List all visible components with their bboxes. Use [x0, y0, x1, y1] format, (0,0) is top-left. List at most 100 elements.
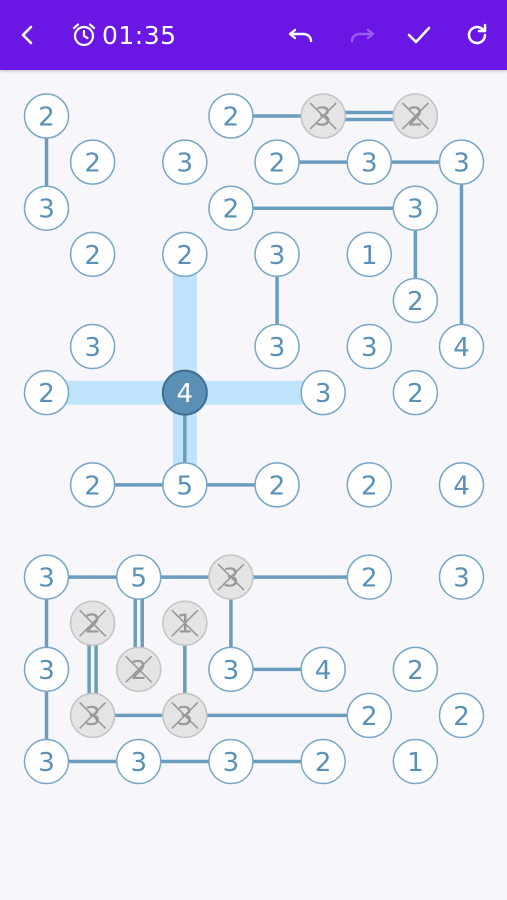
- island-circle[interactable]: [161, 369, 208, 416]
- island-node[interactable]: 2: [69, 139, 116, 185]
- island-circle[interactable]: [69, 462, 116, 508]
- island-node[interactable]: 4: [438, 462, 485, 508]
- island-circle[interactable]: [438, 323, 485, 370]
- island-circle[interactable]: [23, 738, 70, 785]
- island-circle[interactable]: [438, 462, 485, 508]
- island-node[interactable]: 2: [392, 369, 439, 416]
- island-node[interactable]: 5: [162, 462, 208, 508]
- island-node[interactable]: 4: [300, 646, 346, 693]
- island-node[interactable]: 3: [23, 646, 70, 693]
- island-node[interactable]: 2: [346, 462, 393, 508]
- island-circle[interactable]: [23, 554, 70, 600]
- island-circle[interactable]: [300, 738, 346, 785]
- island-circle[interactable]: [346, 462, 393, 508]
- island-node[interactable]: 3: [300, 93, 346, 139]
- island-node[interactable]: 2: [69, 231, 116, 278]
- island-circle[interactable]: [438, 554, 485, 600]
- island-circle[interactable]: [69, 231, 116, 278]
- island-node[interactable]: 3: [162, 139, 208, 185]
- island-circle[interactable]: [23, 369, 70, 416]
- island-node[interactable]: 2: [69, 600, 116, 646]
- island-circle[interactable]: [162, 231, 208, 278]
- island-node[interactable]: 3: [69, 692, 116, 739]
- island-circle[interactable]: [208, 738, 254, 785]
- back-button[interactable]: [8, 15, 48, 55]
- island-circle[interactable]: [392, 738, 439, 785]
- island-node[interactable]: 3: [392, 185, 439, 231]
- island-node[interactable]: 3: [208, 646, 254, 693]
- island-node[interactable]: 3: [23, 738, 70, 785]
- island-node[interactable]: 2: [392, 277, 439, 324]
- island-circle[interactable]: [438, 692, 485, 739]
- island-node[interactable]: 1: [392, 738, 439, 785]
- island-node[interactable]: 4: [438, 323, 485, 370]
- island-node[interactable]: 2: [438, 692, 485, 739]
- island-circle[interactable]: [346, 692, 393, 739]
- island-circle[interactable]: [115, 554, 162, 600]
- island-node[interactable]: 3: [115, 738, 162, 785]
- island-node[interactable]: 3: [254, 323, 300, 370]
- island-circle[interactable]: [300, 369, 346, 416]
- island-circle[interactable]: [23, 646, 70, 693]
- undo-button[interactable]: [281, 15, 321, 55]
- island-circle[interactable]: [392, 369, 439, 416]
- island-node[interactable]: 2: [115, 646, 162, 693]
- island-circle[interactable]: [346, 554, 393, 600]
- island-circle[interactable]: [254, 323, 300, 370]
- island-circle[interactable]: [254, 462, 300, 508]
- island-circle[interactable]: [208, 93, 254, 139]
- island-circle[interactable]: [346, 231, 393, 278]
- island-circle[interactable]: [346, 139, 393, 185]
- island-circle[interactable]: [69, 323, 116, 370]
- island-node[interactable]: 2: [208, 93, 254, 139]
- island-node[interactable]: 1: [346, 231, 393, 278]
- island-node[interactable]: 2: [208, 185, 254, 231]
- island-node[interactable]: 3: [23, 185, 70, 231]
- island-node[interactable]: 2: [346, 554, 393, 600]
- island-circle[interactable]: [254, 231, 300, 278]
- island-circle[interactable]: [392, 277, 439, 324]
- island-circle[interactable]: [23, 185, 70, 231]
- island-node[interactable]: 2: [23, 93, 70, 139]
- island-node[interactable]: 5: [115, 554, 162, 600]
- island-circle[interactable]: [23, 93, 70, 139]
- island-node[interactable]: 3: [208, 738, 254, 785]
- island-circle[interactable]: [208, 646, 254, 693]
- island-circle[interactable]: [208, 185, 254, 231]
- check-button[interactable]: [399, 15, 439, 55]
- island-node[interactable]: 3: [69, 323, 116, 370]
- restart-button[interactable]: [457, 15, 497, 55]
- island-node[interactable]: 2: [23, 369, 70, 416]
- island-node[interactable]: 3: [162, 692, 208, 739]
- island-circle[interactable]: [392, 646, 439, 693]
- island-node[interactable]: 3: [346, 139, 393, 185]
- island-circle[interactable]: [115, 738, 162, 785]
- island-node[interactable]: 3: [438, 139, 485, 185]
- island-circle[interactable]: [346, 323, 393, 370]
- island-circle[interactable]: [162, 139, 208, 185]
- island-node[interactable]: 2: [300, 738, 346, 785]
- island-circle[interactable]: [392, 185, 439, 231]
- island-node[interactable]: 4: [161, 369, 208, 416]
- island-node[interactable]: 2: [254, 139, 300, 185]
- island-node[interactable]: 3: [208, 554, 254, 600]
- island-node[interactable]: 3: [254, 231, 300, 278]
- island-circle[interactable]: [300, 646, 346, 693]
- island-node[interactable]: 2: [254, 462, 300, 508]
- island-node[interactable]: 2: [162, 231, 208, 278]
- island-node[interactable]: 1: [162, 600, 208, 646]
- redo-button[interactable]: [342, 15, 382, 55]
- island-circle[interactable]: [69, 139, 116, 185]
- island-node[interactable]: 3: [23, 554, 70, 600]
- island-node[interactable]: 2: [392, 646, 439, 693]
- island-circle[interactable]: [162, 462, 208, 508]
- island-node[interactable]: 3: [346, 323, 393, 370]
- island-circle[interactable]: [438, 139, 485, 185]
- island-node[interactable]: 2: [69, 462, 116, 508]
- island-node[interactable]: 3: [300, 369, 346, 416]
- island-node[interactable]: 2: [346, 692, 393, 739]
- island-node[interactable]: 2: [392, 93, 439, 139]
- island-node[interactable]: 3: [438, 554, 485, 600]
